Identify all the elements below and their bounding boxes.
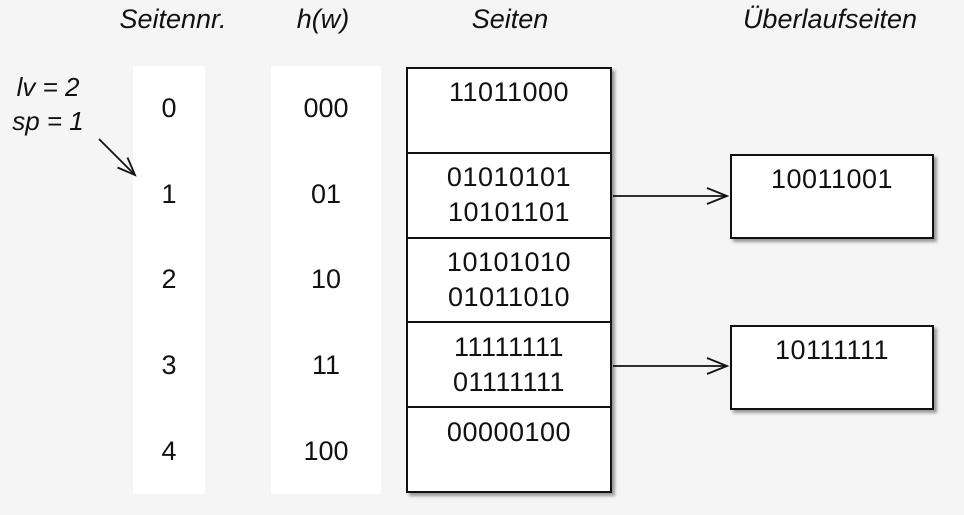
column-header-hw: h(w) [296,4,350,34]
bucket-stack: 11011000 01010101 10101101 10101010 0101… [406,67,612,493]
bucket-cell-3: 11111111 01111111 [408,323,610,409]
bucket-value [408,450,610,485]
bucket-cell-0: 11011000 [408,69,610,154]
page-number-cell: 4 [161,435,177,466]
bucket-cell-4: 00000100 [408,408,610,491]
hash-value-column: 000 01 10 11 100 [271,66,381,494]
overflow-arrow-row1-icon [613,187,730,205]
hash-value-cell: 000 [303,93,349,124]
column-header-seiten: Seiten [471,4,549,34]
lv-value: lv = 2 [16,72,80,102]
bucket-value: 10101010 [446,246,572,277]
bucket-cell-1: 01010101 10101101 [408,154,610,239]
page-number-cell: 1 [161,178,177,209]
overflow-value: 10111111 [774,334,890,365]
bucket-value: 11011000 [448,77,570,108]
column-header-ueberlaufseiten: Überlaufseiten [742,4,918,34]
state-annotation: lv = 2 sp = 1 [2,70,94,138]
overflow-page-row1: 10011001 [730,154,934,239]
bucket-value: 00000100 [446,416,572,447]
sp-value: sp = 1 [12,106,84,136]
bucket-value: 11111111 [453,331,565,362]
bucket-value: 01111111 [452,366,566,397]
annotation-arrow-icon [98,138,137,177]
bucket-value: 10101101 [447,197,571,228]
page-number-cell: 3 [161,350,177,381]
column-header-seitennr: Seitennr. [119,4,227,34]
bucket-value [408,110,610,145]
overflow-value-empty [732,197,932,232]
overflow-value: 10011001 [770,163,894,194]
bucket-value: 01011010 [447,281,571,312]
hash-value-cell: 10 [310,264,342,295]
hash-value-cell: 11 [311,350,341,381]
hash-value-cell: 01 [310,178,342,209]
bucket-value: 01010101 [446,162,572,193]
bucket-cell-2: 10101010 01011010 [408,239,610,324]
overflow-arrow-row3-icon [613,357,730,375]
overflow-value-empty [732,368,932,403]
page-number-column: 0 1 2 3 4 [133,66,205,494]
page-number-cell: 0 [161,93,177,124]
page-number-cell: 2 [161,264,177,295]
hash-value-cell: 100 [303,435,349,466]
overflow-page-row3: 10111111 [730,325,934,410]
